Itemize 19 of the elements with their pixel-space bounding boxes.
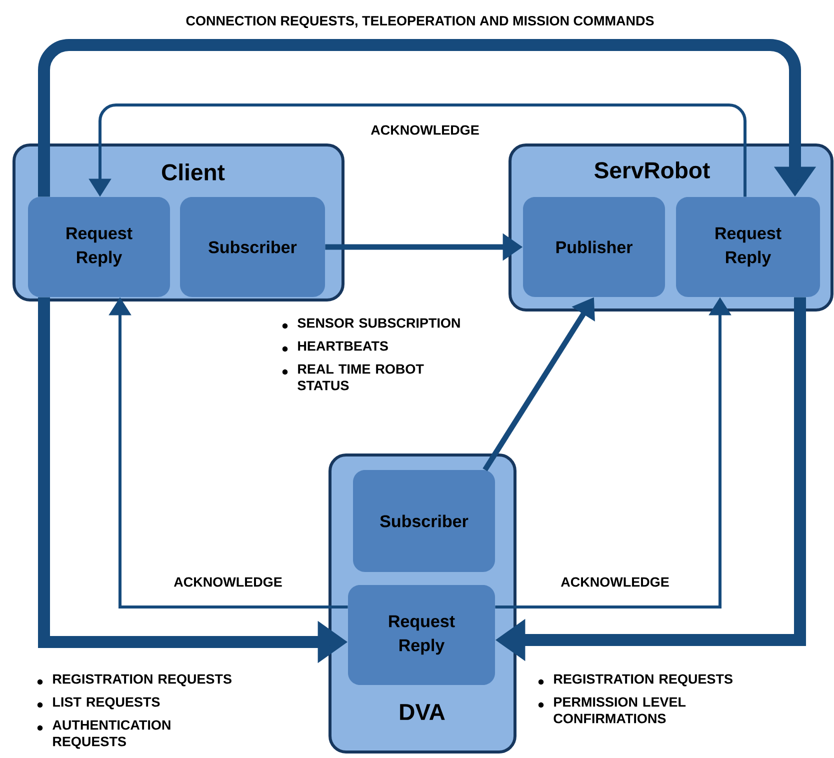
edge-label: ACKNOWLEDGE (172, 576, 284, 588)
edge-label: ACKNOWLEDGE (560, 576, 670, 588)
component-box: Request Reply (348, 585, 495, 685)
bullet-item: HEARTBEATS (282, 341, 388, 352)
bullet-item: REGISTRATION REQUESTS (538, 674, 732, 686)
arrow (38, 39, 816, 197)
edge-label: CONNECTION REQUESTS, TELEOPERATION AND MISSION COMMANDS (184, 14, 656, 30)
bullet-item: LIST REQUESTS (37, 697, 160, 710)
bullet-item: AUTHENTICATION REQUESTS (37, 720, 170, 749)
component-box: Publisher (523, 197, 665, 297)
bullet-item: REAL TIME ROBOT STATUS (282, 364, 424, 390)
component-box: Subscriber (180, 197, 325, 297)
bullet-item: SENSOR SUBSCRIPTION (282, 318, 460, 329)
edge-label: ACKNOWLEDGE (370, 124, 480, 136)
bullet-item: REGISTRATION REQUESTS (37, 674, 232, 686)
component-box: Request Reply (676, 197, 820, 297)
bullet-item: PERMISSION LEVEL CONFIRMATIONS (538, 697, 686, 724)
component-box: Subscriber (353, 470, 495, 572)
component-box: Request Reply (28, 197, 170, 297)
